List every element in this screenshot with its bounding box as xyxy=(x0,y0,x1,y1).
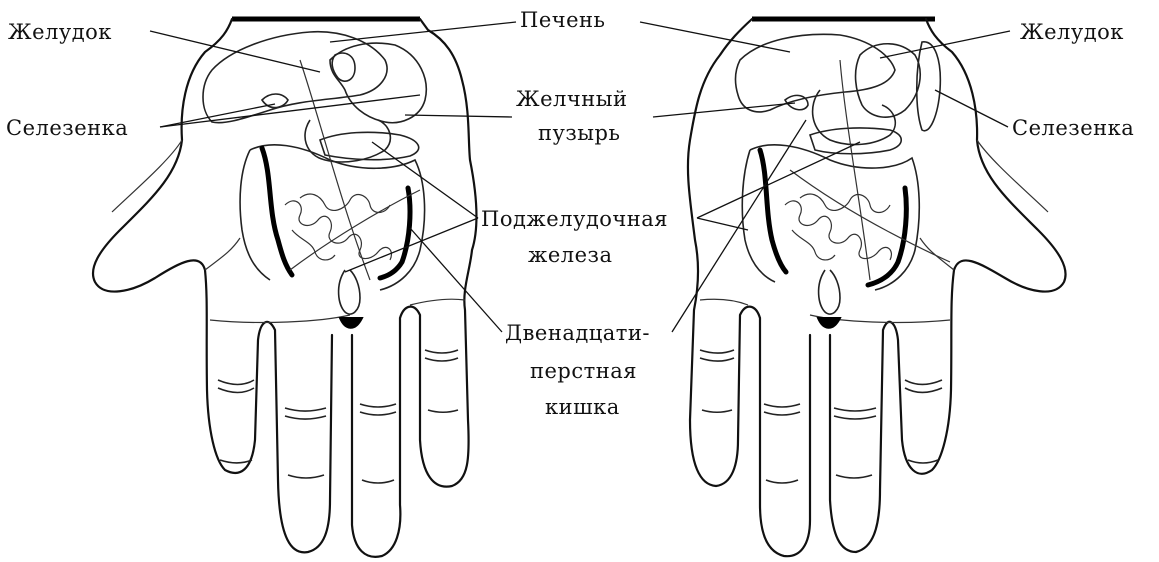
label-stomach-right: Желудок xyxy=(1020,20,1124,44)
label-spleen-right: Селезенка xyxy=(1012,116,1134,140)
label-pancreas-line2: железа xyxy=(528,243,613,267)
left-rectum xyxy=(339,270,360,314)
right-rectum xyxy=(819,270,840,314)
right-small-intestine xyxy=(785,194,891,260)
right-pancreas xyxy=(810,128,901,154)
right-hand-outline xyxy=(688,19,1066,556)
right-diagonal-lines xyxy=(790,60,950,280)
left-anus-mark xyxy=(340,318,362,328)
center-leaders xyxy=(330,22,860,332)
labels: Желудок Печень Желудок Селезенка Желчный… xyxy=(6,8,1134,419)
right-colon-bold-left xyxy=(760,150,786,272)
right-hand xyxy=(688,19,1066,556)
label-gallbladder-line2: пузырь xyxy=(538,121,620,145)
left-stomach xyxy=(330,43,426,123)
left-palm-crease xyxy=(210,299,465,322)
left-finger-creases xyxy=(218,350,458,483)
right-thumb-line xyxy=(920,140,1048,270)
label-stomach-left: Желудок xyxy=(8,20,112,44)
left-pancreas xyxy=(320,132,419,159)
left-diagonal-lines xyxy=(290,60,420,280)
label-duodenum-line3: кишка xyxy=(545,395,620,419)
left-colon-bold-right xyxy=(380,188,410,278)
right-anus-mark xyxy=(818,318,840,328)
label-duodenum-line1: Двенадцати- xyxy=(505,321,650,345)
label-spleen-left: Селезенка xyxy=(6,116,128,140)
left-colon-bold-left xyxy=(262,148,292,275)
right-spleen xyxy=(917,42,941,131)
label-pancreas-line1: Поджелудочная xyxy=(481,207,668,231)
label-liver: Печень xyxy=(520,8,605,32)
left-hand xyxy=(93,19,476,557)
left-organs xyxy=(203,32,426,328)
left-small-intestine xyxy=(285,194,391,260)
left-hand-outline xyxy=(93,19,476,557)
right-colon-bold-right xyxy=(868,188,906,285)
label-duodenum-line2: перстная xyxy=(530,359,637,383)
label-gallbladder-line1: Желчный xyxy=(516,87,627,111)
left-duodenum xyxy=(305,120,390,162)
